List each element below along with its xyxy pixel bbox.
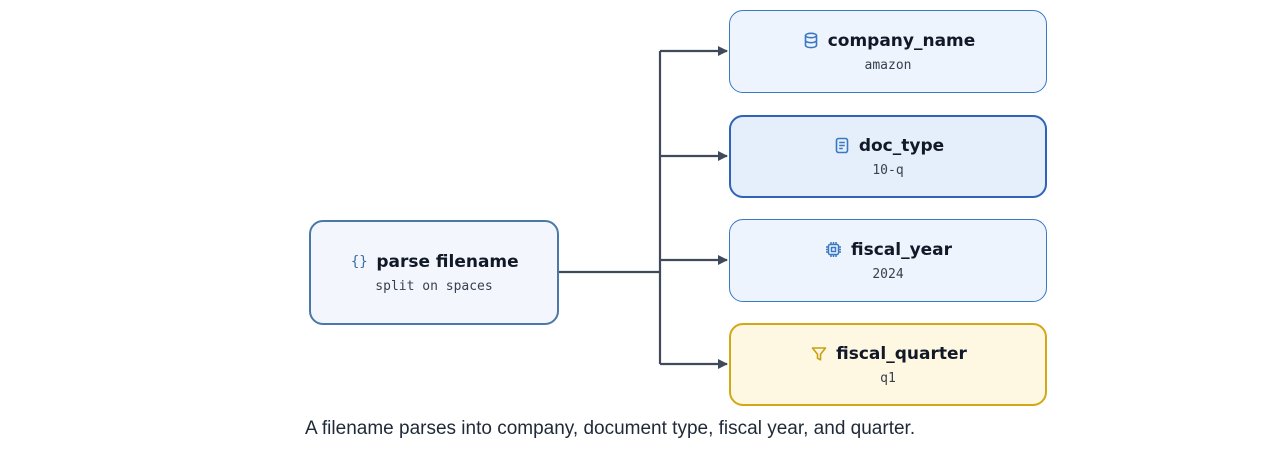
doc-type-title: doc_type	[858, 135, 945, 156]
fiscal-quarter-title: fiscal_quarter	[836, 343, 967, 364]
company-name-node: company_name amazon	[729, 10, 1047, 93]
fiscal-quarter-value: q1	[880, 370, 896, 386]
database-icon	[801, 32, 821, 50]
doc-type-node: doc_type 10-q	[729, 115, 1047, 198]
fiscal-year-title: fiscal_year	[850, 239, 953, 260]
company-name-header: company_name	[801, 30, 976, 51]
doc-type-value: 10-q	[872, 162, 904, 178]
fiscal-quarter-node: fiscal_quarter q1	[729, 323, 1047, 406]
filter-icon	[809, 345, 829, 363]
document-icon	[832, 137, 852, 155]
company-name-value: amazon	[864, 57, 912, 73]
chip-icon	[824, 241, 844, 259]
parse-filename-header: {} parse filename	[349, 251, 519, 272]
braces-icon: {}	[350, 253, 368, 270]
parse-filename-subtitle: split on spaces	[375, 278, 493, 294]
fiscal-quarter-header: fiscal_quarter	[809, 344, 967, 364]
doc-type-header: doc_type	[832, 136, 944, 156]
fiscal-year-header: fiscal_year	[824, 240, 952, 260]
parse-filename-node: {} parse filename split on spaces	[309, 220, 559, 325]
fiscal-year-node: fiscal_year 2024	[729, 219, 1047, 302]
diagram-caption: A filename parses into company, document…	[305, 418, 916, 439]
fiscal-year-value: 2024	[872, 266, 904, 282]
parse-filename-title: parse filename	[376, 251, 519, 272]
company-name-title: company_name	[827, 30, 976, 51]
